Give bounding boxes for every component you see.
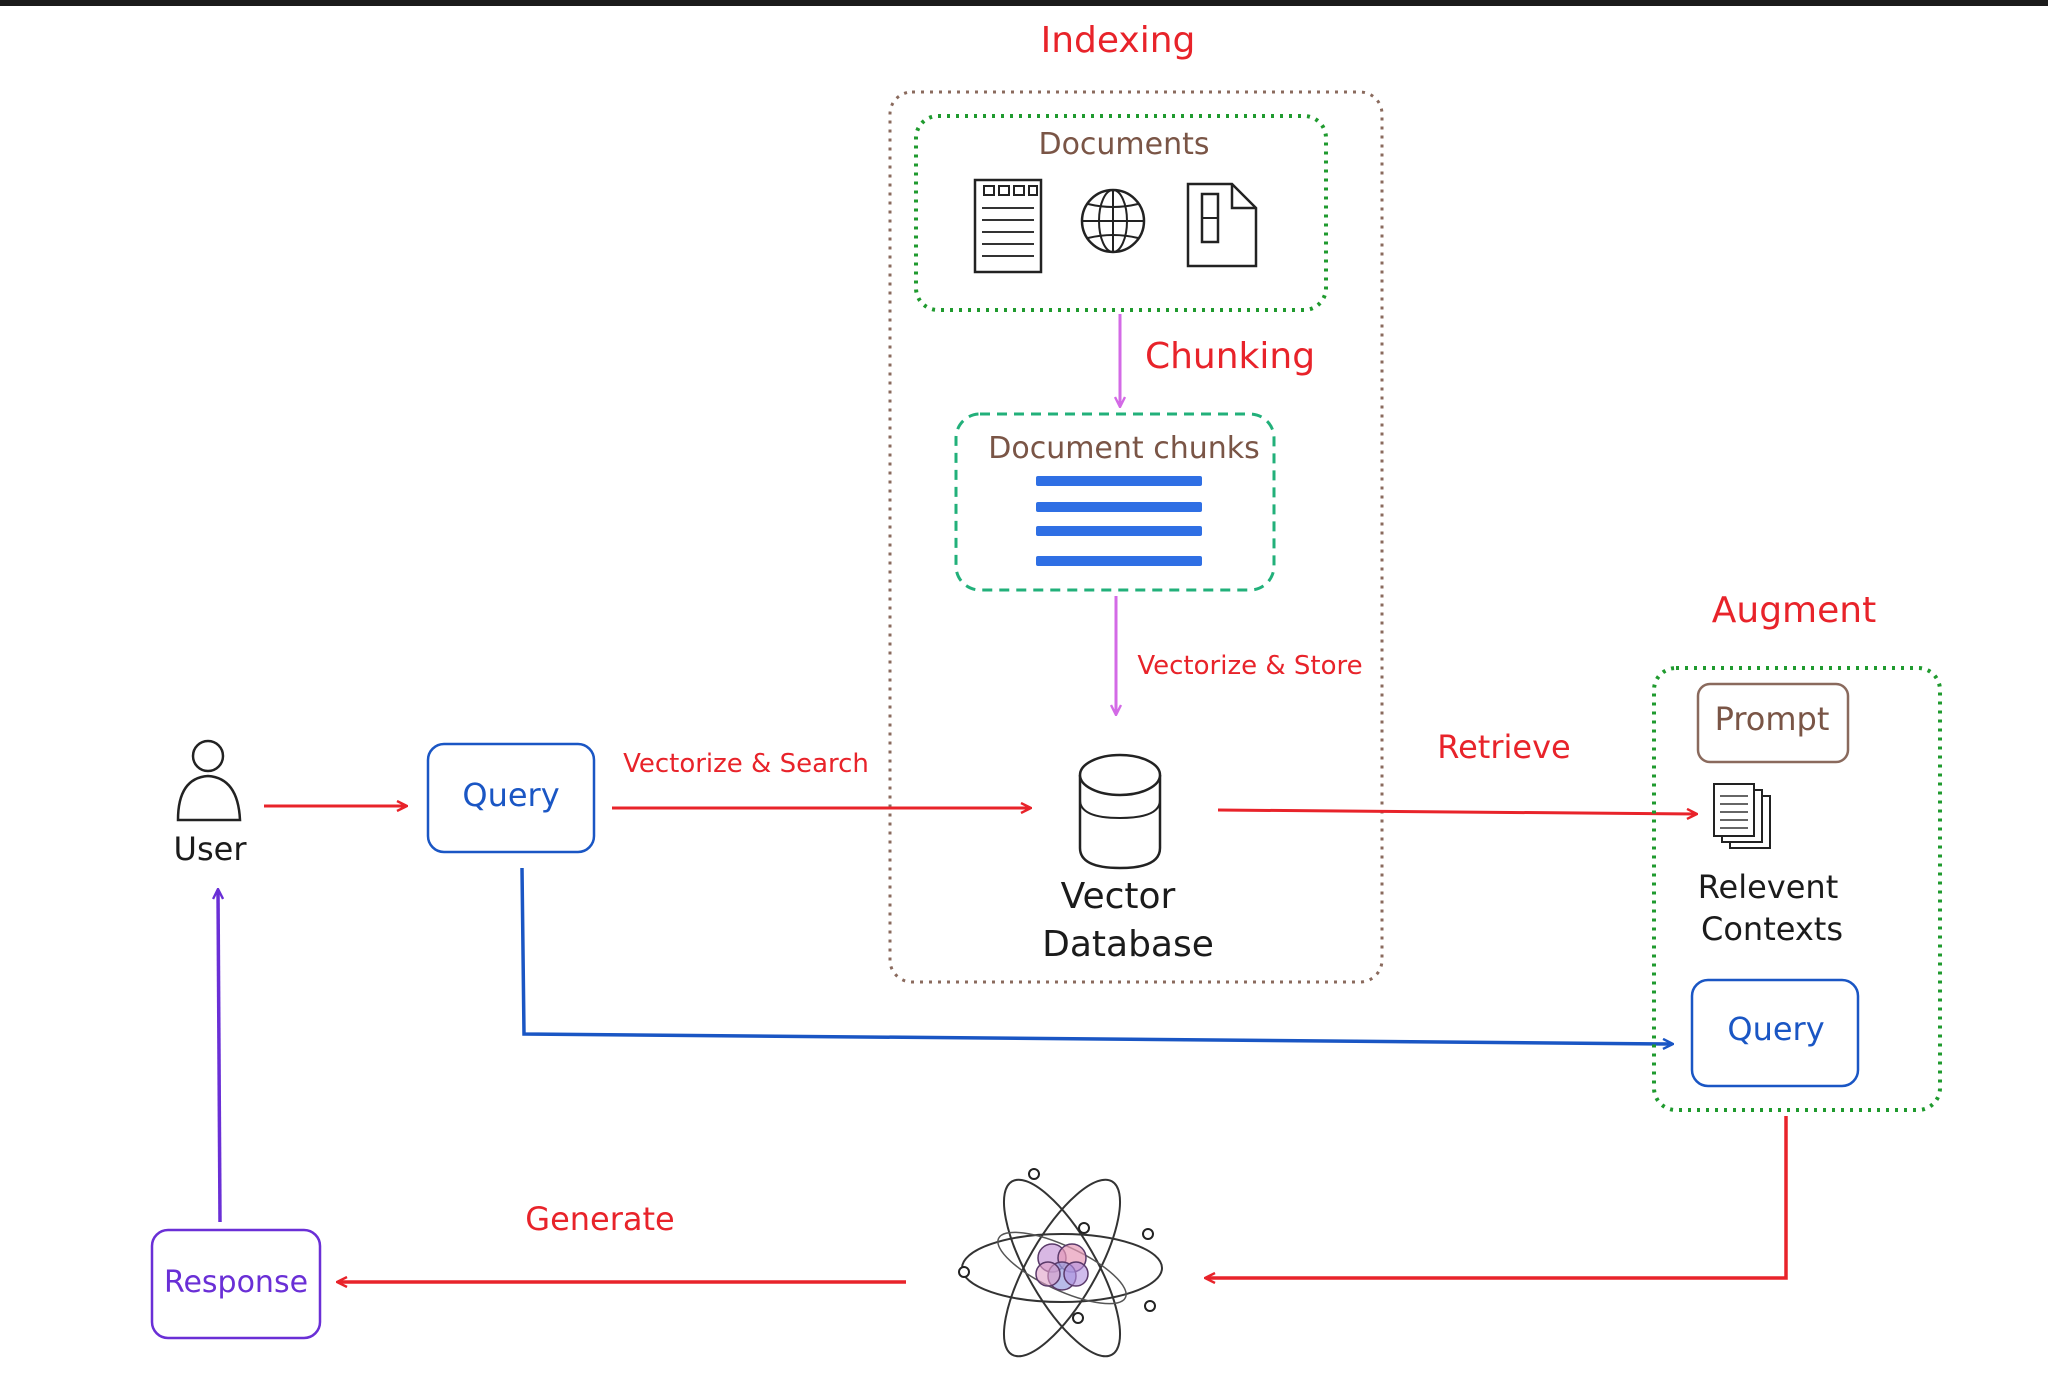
llm-atom-icon — [958, 1168, 1163, 1358]
query-box-right — [1690, 978, 1860, 1088]
prompt-box — [1696, 682, 1850, 764]
augment-to-llm-arrow — [1206, 1116, 1788, 1278]
chunk-bar — [1036, 526, 1202, 536]
augment-frame — [1652, 666, 1942, 1112]
stacked-pages-icon — [1713, 783, 1771, 849]
documents-title: Documents — [1038, 127, 1209, 162]
response-to-user-arrow — [218, 890, 220, 1223]
chunk-bar — [1036, 502, 1202, 512]
response-label: Response — [164, 1265, 308, 1300]
relevant-contexts-label-line2: Contexts — [1701, 910, 1843, 948]
chunk-bar — [1036, 476, 1202, 486]
top-bar — [0, 0, 2048, 6]
query-box-left — [426, 742, 596, 854]
query-label-right: Query — [1727, 1010, 1824, 1048]
indexing-frame — [888, 90, 1384, 984]
document-chunks-title: Document chunks — [988, 431, 1260, 466]
prompt-label: Prompt — [1715, 700, 1830, 738]
augment-title: Augment — [1712, 590, 1876, 631]
vectorize-search-label: Vectorize & Search — [623, 749, 869, 779]
document-list-icon — [973, 178, 1043, 274]
generate-label: Generate — [525, 1200, 674, 1238]
database-icon — [1078, 753, 1162, 870]
response-box — [150, 1228, 322, 1340]
vector-database-label-line1: Vector — [1061, 876, 1176, 917]
vectorize-store-label: Vectorize & Store — [1137, 651, 1362, 681]
globe-icon — [1080, 188, 1146, 254]
query-label-left: Query — [462, 776, 559, 814]
chunking-label: Chunking — [1145, 336, 1315, 377]
user-icon — [176, 739, 242, 822]
file-icon — [1186, 182, 1258, 268]
retrieve-label: Retrieve — [1437, 728, 1570, 766]
retrieve-arrow — [1217, 810, 1696, 814]
query-to-augment-arrow — [520, 867, 1672, 1044]
user-label: User — [174, 830, 248, 868]
documents-frame — [914, 114, 1328, 312]
chunk-bar — [1036, 556, 1202, 566]
indexing-title: Indexing — [1041, 20, 1196, 61]
vector-database-label-line2: Database — [1042, 924, 1214, 965]
relevant-contexts-label-line1: Relevent — [1698, 868, 1839, 906]
